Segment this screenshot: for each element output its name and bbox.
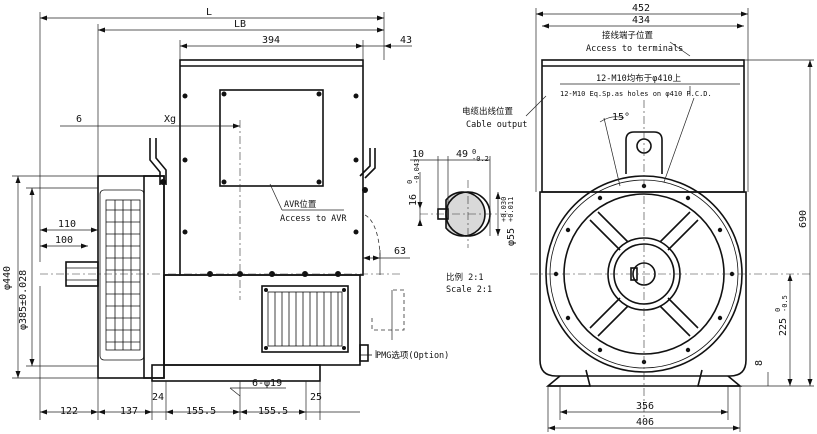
dim-155-b: 155.5: [258, 406, 288, 417]
side-view-labels: AVR位置 Access to AVR PMG选项(Option): [269, 183, 449, 361]
dim-100: 100: [55, 235, 73, 246]
side-view: [40, 59, 405, 382]
dim-690: 690: [798, 210, 809, 228]
label-avr-cn: AVR位置: [284, 199, 317, 210]
pmg-option-outline: [371, 289, 405, 331]
dim-phi55: φ55: [506, 228, 517, 246]
dim-10: 10: [412, 149, 424, 160]
label-cable-en: Cable output: [466, 120, 527, 130]
dim-452: 452: [632, 3, 650, 14]
dim-434: 434: [632, 15, 650, 26]
dim-phi385: φ385±0.028: [18, 270, 29, 330]
dim-394: 394: [262, 35, 280, 46]
dim-LB: LB: [234, 19, 246, 30]
side-view-dimensions: L LB 394 43 6 Xg 110 100 φ440: [2, 7, 412, 420]
dim-225: 225: [778, 318, 789, 336]
end-view-labels: 接线端子位置 Access to terminals 12-M10均布于φ410…: [462, 30, 740, 187]
dim-phi55-tol: +0.030+0.011: [500, 197, 515, 222]
dim-16: 16: [408, 194, 419, 206]
dim-356: 356: [636, 401, 654, 412]
dim-63: 63: [394, 246, 406, 257]
dim-110: 110: [58, 219, 76, 230]
dim-406: 406: [636, 417, 654, 428]
dim-43: 43: [400, 35, 412, 46]
end-frame: [539, 191, 747, 377]
dim-49: 49: [456, 149, 468, 160]
dim-24: 24: [152, 392, 164, 403]
label-scale-en: Scale 2:1: [446, 285, 492, 295]
dim-6: 6: [76, 114, 82, 125]
dim-holes: 6-φ19: [252, 378, 282, 389]
foot-right: [696, 369, 743, 387]
dim-Xg: Xg: [164, 114, 176, 125]
label-scale-cn: 比例 2:1: [446, 272, 483, 283]
bolt-holes: [553, 183, 735, 365]
fan-grille: [105, 199, 141, 351]
base-foot: [151, 364, 321, 382]
lifting-lug-left: [149, 138, 161, 185]
dim-phi440: φ440: [2, 266, 13, 290]
stator-housing: [179, 59, 364, 276]
avr-panel: [219, 89, 324, 187]
dim-8: 8: [754, 360, 765, 366]
end-view: [530, 59, 810, 420]
label-angle-15: 15°: [612, 112, 630, 123]
label-cable-cn: 电缆出线位置: [462, 106, 514, 117]
shaft-section: [445, 191, 486, 237]
exciter-grille: [261, 285, 349, 353]
dim-155-a: 155.5: [186, 406, 216, 417]
label-pmg: PMG选项(Option): [376, 350, 449, 361]
dim-49-tol: 0-0.2: [472, 148, 489, 163]
dim-137: 137: [120, 406, 138, 417]
dim-122: 122: [60, 406, 78, 417]
shaft-key-detail: 10 49 0-0.2 16 0-0.043 φ55 +0.030+0.011 …: [406, 148, 517, 295]
foot-left: [545, 369, 592, 387]
label-holes-en: 12-M10 Eq.Sp.as holes on φ410 P.C.D.: [560, 90, 712, 98]
label-avr-en: Access to AVR: [280, 214, 347, 224]
label-holes-cn: 12-M10均布于φ410上: [596, 73, 682, 84]
dim-L: L: [206, 7, 212, 18]
dim-16-tol: 0-0.043: [406, 159, 421, 184]
shaft: [65, 261, 99, 287]
end-view-dimensions: 452 434 690 225 0-0.5 8 356 406: [535, 3, 814, 432]
label-terminals-en: Access to terminals: [586, 44, 683, 54]
dim-25: 25: [310, 392, 322, 403]
dim-225-tol: 0-0.5: [774, 295, 789, 312]
label-terminals-cn: 接线端子位置: [602, 30, 654, 41]
